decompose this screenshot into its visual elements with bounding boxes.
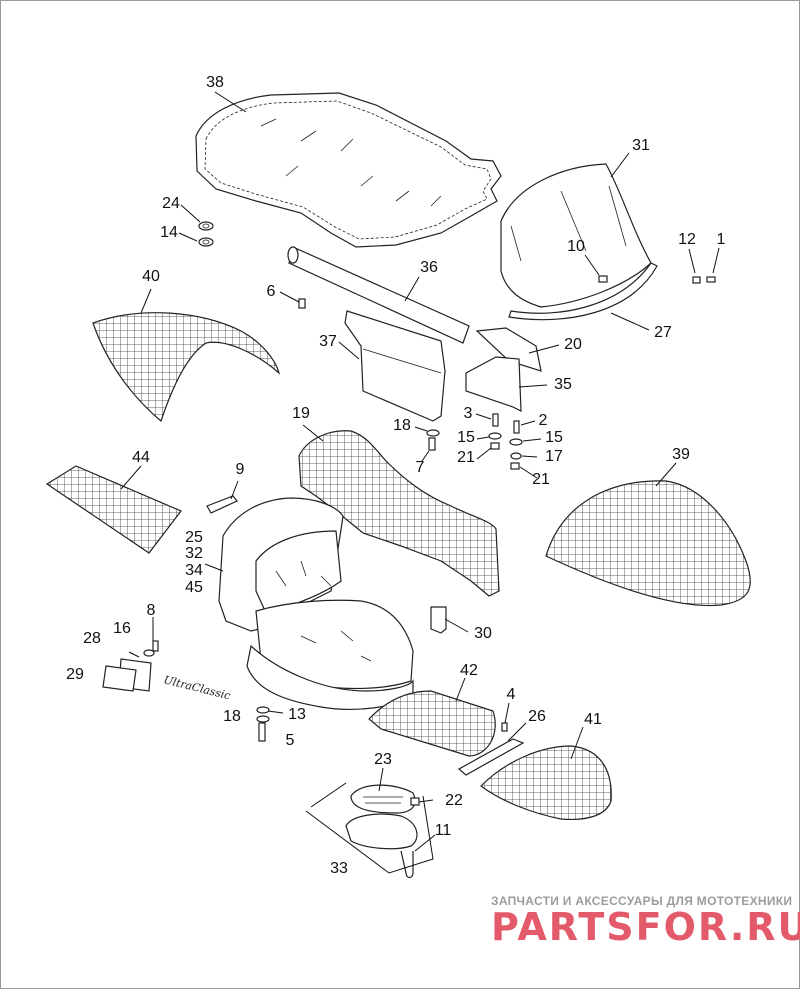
windshield-31 bbox=[500, 163, 658, 321]
callout-9: 9 bbox=[236, 461, 245, 478]
bracket-37 bbox=[344, 310, 446, 422]
callout-36: 36 bbox=[420, 259, 438, 276]
callout-6: 6 bbox=[267, 283, 276, 300]
screw-7 bbox=[428, 437, 436, 451]
screw-4 bbox=[501, 722, 508, 732]
watermark-tagline: ЗАПЧАСТИ И АКСЕССУАРЫ ДЛЯ МОТОТЕХНИКИ bbox=[491, 894, 792, 908]
nut-10 bbox=[598, 275, 608, 283]
nut-16 bbox=[143, 649, 155, 657]
callout-38: 38 bbox=[206, 74, 224, 91]
callout-35: 35 bbox=[554, 376, 572, 393]
callout-8: 8 bbox=[147, 602, 156, 619]
callout-44: 44 bbox=[132, 449, 150, 466]
callout-19: 19 bbox=[292, 405, 310, 422]
callout-3: 3 bbox=[464, 405, 473, 422]
watermark-logo: PARTSFOR.RU bbox=[491, 905, 800, 949]
mesh-panel-42 bbox=[368, 690, 496, 757]
callout-41: 41 bbox=[584, 711, 602, 728]
callout-27: 27 bbox=[654, 324, 672, 341]
emblem-26 bbox=[457, 738, 525, 776]
callout-24: 24 bbox=[162, 195, 180, 212]
washer-17 bbox=[510, 452, 522, 460]
washer-18a bbox=[426, 429, 440, 437]
bracket-9 bbox=[206, 495, 238, 514]
callout-23: 23 bbox=[374, 751, 392, 768]
callout-21a: 21 bbox=[457, 449, 475, 466]
bar-36 bbox=[287, 246, 470, 344]
callout-30: 30 bbox=[474, 625, 492, 642]
group-bracket-33 bbox=[305, 782, 434, 874]
callout-21b: 21 bbox=[532, 471, 550, 488]
bracket-35 bbox=[465, 356, 522, 412]
clip-30 bbox=[430, 606, 447, 634]
bolt-5 bbox=[258, 722, 266, 742]
callout-2: 2 bbox=[539, 412, 548, 429]
washer-24 bbox=[198, 221, 214, 231]
liner-19 bbox=[298, 430, 500, 597]
support-pad bbox=[345, 813, 418, 850]
stud-2 bbox=[513, 420, 520, 434]
callout-labels: 38 31 24 14 10 12 1 40 36 6 27 37 20 35 … bbox=[66, 74, 725, 877]
mesh-panel-39 bbox=[545, 480, 751, 607]
callout-18b: 18 bbox=[223, 708, 241, 725]
callout-1: 1 bbox=[717, 231, 726, 248]
screw-1 bbox=[706, 276, 716, 283]
callout-31: 31 bbox=[632, 137, 650, 154]
washer-15a bbox=[488, 432, 502, 440]
callout-42: 42 bbox=[460, 662, 478, 679]
washer-18b bbox=[256, 706, 270, 714]
callout-12: 12 bbox=[678, 231, 696, 248]
callout-29: 29 bbox=[66, 666, 84, 683]
cover-38 bbox=[195, 92, 502, 248]
nut-21b bbox=[510, 462, 520, 470]
callout-34: 34 bbox=[185, 562, 203, 579]
callout-14: 14 bbox=[160, 224, 178, 241]
callout-39: 39 bbox=[672, 446, 690, 463]
callout-15a: 15 bbox=[457, 429, 475, 446]
washer-15b bbox=[509, 438, 523, 446]
seat-25-32-34-45 bbox=[218, 497, 414, 710]
ubolt-11 bbox=[400, 850, 414, 879]
callout-18a: 18 bbox=[393, 417, 411, 434]
nut-22 bbox=[410, 797, 420, 806]
callout-16: 16 bbox=[113, 620, 131, 637]
screw-8 bbox=[152, 640, 159, 652]
callout-5: 5 bbox=[286, 732, 295, 749]
svg-text:UltraClassic: UltraClassic bbox=[162, 673, 232, 702]
washer-14 bbox=[198, 237, 214, 247]
callout-10: 10 bbox=[567, 238, 585, 255]
callout-7: 7 bbox=[416, 459, 425, 476]
leader-lines bbox=[120, 91, 720, 852]
callout-4: 4 bbox=[507, 686, 516, 703]
screw-6 bbox=[298, 298, 306, 309]
callout-13: 13 bbox=[288, 706, 306, 723]
callout-40: 40 bbox=[142, 268, 160, 285]
callout-17: 17 bbox=[545, 448, 563, 465]
nut-21a bbox=[490, 442, 500, 450]
callout-32: 32 bbox=[185, 545, 203, 562]
callout-15b: 15 bbox=[545, 429, 563, 446]
callout-28: 28 bbox=[83, 630, 101, 647]
watermark: ЗАПЧАСТИ И АКСЕССУАРЫ ДЛЯ МОТОТЕХНИКИ PA… bbox=[491, 894, 800, 949]
badge-script: UltraClassic bbox=[162, 673, 232, 702]
callout-20: 20 bbox=[564, 336, 582, 353]
callout-25: 25 bbox=[185, 529, 203, 546]
callout-33: 33 bbox=[330, 860, 348, 877]
stud-3 bbox=[492, 413, 499, 427]
badge-29 bbox=[102, 665, 137, 692]
callout-37: 37 bbox=[319, 333, 337, 350]
mesh-panel-44 bbox=[45, 465, 182, 554]
callout-22: 22 bbox=[445, 792, 463, 809]
mesh-panel-41 bbox=[480, 745, 612, 821]
callout-26: 26 bbox=[528, 708, 546, 725]
washer-13 bbox=[256, 715, 270, 723]
mount-20 bbox=[475, 327, 542, 372]
mesh-panel-40 bbox=[92, 312, 281, 423]
backrest-23 bbox=[350, 784, 416, 814]
nut-12 bbox=[692, 276, 701, 284]
callout-45: 45 bbox=[185, 579, 203, 596]
callout-11: 11 bbox=[435, 822, 452, 839]
